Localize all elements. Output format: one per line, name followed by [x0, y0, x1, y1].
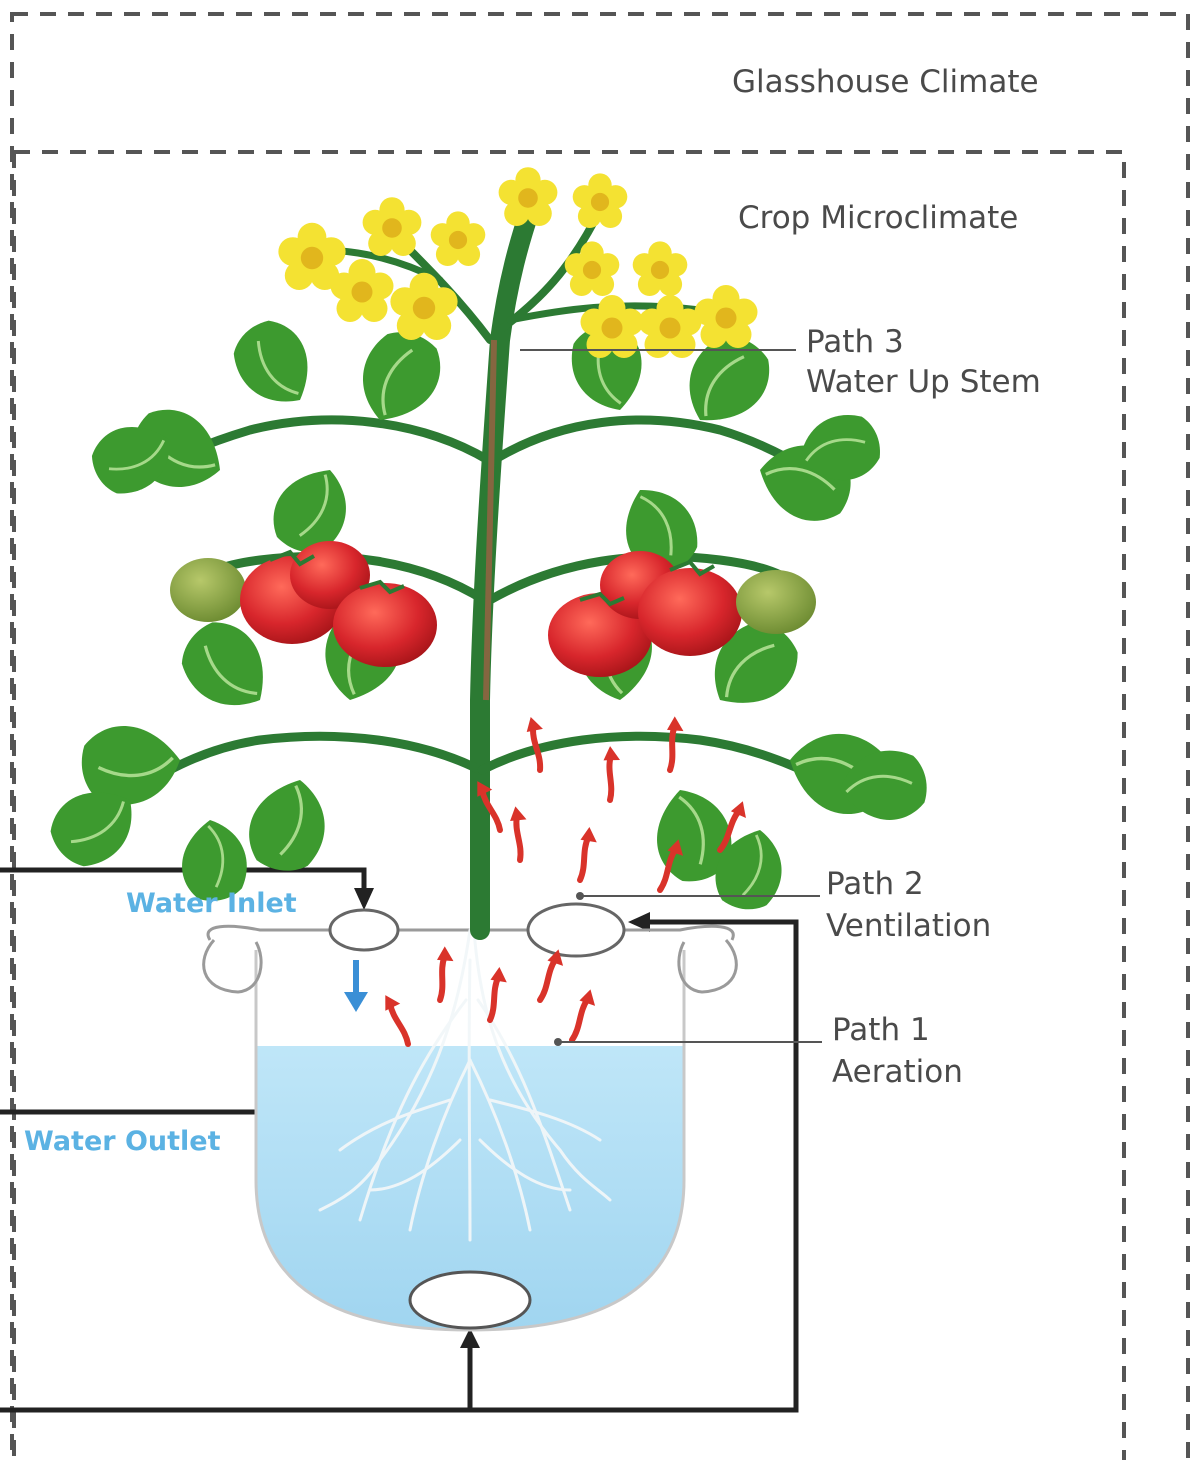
leaf-icon: [241, 771, 335, 879]
path3-title: Path 3: [806, 324, 904, 360]
water-inlet-port: [328, 908, 400, 952]
ventilation-pipe-arrowhead: [628, 912, 650, 932]
flower-icon: [632, 241, 688, 296]
pot-left-handle: [202, 938, 263, 994]
flower-icon: [330, 259, 394, 322]
inlet-pipe-arrowhead: [354, 888, 374, 910]
glasshouse-climate-label: Glasshouse Climate: [732, 64, 1039, 100]
stem-water-channel: [483, 339, 497, 701]
path3-subtitle: Water Up Stem: [806, 364, 1041, 400]
pot-right-handle: [677, 938, 738, 994]
path2-subtitle: Ventilation: [826, 908, 991, 944]
roots: [318, 928, 612, 1242]
tomato-icon: [170, 558, 246, 622]
tomato-icon: [736, 570, 816, 634]
flower-icon: [362, 197, 422, 256]
air-flow-arrow-icon: [575, 826, 599, 880]
crop-microclimate-label: Crop Microclimate: [738, 200, 1018, 236]
air-flow-arrow-icon: [485, 966, 509, 1020]
ventilation-port: [526, 902, 626, 958]
water-down-arrow-icon: [344, 960, 368, 1012]
air-flow-arrow-icon: [375, 991, 424, 1044]
leader-dot: [576, 892, 584, 900]
water-inlet-label: Water Inlet: [126, 888, 297, 919]
flower-icon: [572, 173, 628, 228]
flower-icon: [430, 211, 486, 266]
path1-subtitle: Aeration: [832, 1054, 963, 1090]
tomato-icon: [638, 568, 742, 656]
flower-icon: [498, 167, 558, 226]
leaf-icon: [219, 307, 332, 422]
bottom-pipe-arrowhead: [460, 1328, 480, 1348]
leader-lines: [520, 349, 822, 1043]
bottom-aeration-port: [408, 1270, 532, 1330]
flower-icon: [390, 272, 458, 340]
air-flow-arrow-icon: [431, 945, 460, 1000]
air-flow-arrow-icon: [597, 745, 630, 800]
path1-title: Path 1: [832, 1012, 930, 1048]
path2-title: Path 2: [826, 866, 924, 902]
crop-microclimate-boundary: [12, 150, 1126, 1460]
air-flow-arrow-icon: [502, 804, 539, 860]
air-flow-arrow-icon: [572, 988, 596, 1042]
tomatoes: [170, 541, 816, 677]
leader-dot: [554, 1038, 562, 1046]
tomato-icon: [333, 583, 437, 667]
water-outlet-label: Water Outlet: [24, 1126, 221, 1157]
flower-icon: [694, 285, 758, 348]
